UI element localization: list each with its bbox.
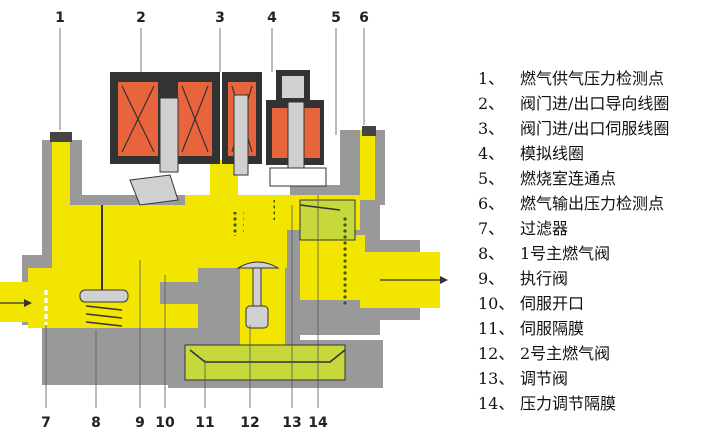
- legend-text: 压力调节隔膜: [520, 394, 617, 413]
- legend-text: 伺服隔膜: [520, 319, 585, 338]
- callout-label-9: 9: [135, 415, 145, 431]
- legend-item: 7、过滤器: [478, 216, 714, 241]
- inlet-arrow: [0, 299, 32, 307]
- callout-label-1: 1: [55, 10, 65, 26]
- legend-text: 燃气供气压力检测点: [520, 69, 665, 88]
- legend-number: 10、: [478, 294, 515, 313]
- callout-label-6: 6: [359, 10, 369, 26]
- callout-label-8: 8: [91, 415, 101, 431]
- legend-number: 9、: [478, 269, 505, 288]
- legend-item: 8、 1号主燃气阀: [478, 241, 714, 266]
- legend-number: 6、: [478, 194, 505, 213]
- pilot-line-a: [268, 200, 275, 220]
- callout-label-3: 3: [215, 10, 225, 26]
- legend-number: 4、: [478, 144, 505, 163]
- legend-text: 伺服开口: [520, 294, 585, 313]
- legend-text: 阀门进/出口导向线圈: [520, 94, 670, 113]
- legend-number: 1、: [478, 69, 505, 88]
- legend-item: 10、伺服开口: [478, 291, 714, 316]
- outlet-test-point: [362, 126, 376, 136]
- legend-item: 9、执行阀: [478, 266, 714, 291]
- main-valve-2: [236, 261, 280, 329]
- legend-text: 燃烧室连通点: [520, 169, 617, 188]
- legend-number: 3、: [478, 119, 505, 138]
- legend-number: 5、: [478, 169, 505, 188]
- callout-label-11: 11: [195, 415, 214, 431]
- linkage: [129, 174, 179, 206]
- left-bore-slot: [160, 282, 230, 304]
- legend-item: 4、模拟线圈: [478, 141, 714, 166]
- modulating-coil: [266, 70, 327, 187]
- legend-number: 13、: [478, 369, 515, 388]
- legend-number: 11、: [478, 319, 515, 338]
- callout-label-14: 14: [308, 415, 328, 431]
- callout-label-2: 2: [136, 10, 146, 26]
- main-valve-1: [79, 289, 129, 327]
- legend-number: 8、: [478, 244, 505, 263]
- legend-text: 阀门进/出口伺服线圈: [520, 119, 670, 138]
- legend-item: 12、 2号主燃气阀: [478, 341, 714, 366]
- legend-text: 过滤器: [520, 219, 569, 238]
- callout-label-13: 13: [282, 415, 301, 431]
- legend-text: 2号主燃气阀: [520, 344, 611, 363]
- legend-item: 2、阀门进/出口导向线圈: [478, 91, 714, 116]
- outlet-arrow: [380, 276, 448, 284]
- legend-item: 3、阀门进/出口伺服线圈: [478, 116, 714, 141]
- inlet-test-point: [50, 132, 72, 142]
- legend-item: 14、压力调节隔膜: [478, 391, 714, 416]
- legend-number: 14、: [478, 394, 515, 413]
- top-leader-lines: [59, 28, 365, 135]
- callout-label-7: 7: [41, 415, 51, 431]
- component-legend: 1、燃气供气压力检测点 2、阀门进/出口导向线圈 3、阀门进/出口伺服线圈 4、…: [478, 66, 714, 416]
- pressure-diaphragm: [299, 204, 341, 211]
- callout-label-12: 12: [240, 415, 259, 431]
- legend-item: 13、调节阀: [478, 366, 714, 391]
- legend-text: 燃气输出压力检测点: [520, 194, 665, 213]
- legend-text: 模拟线圈: [520, 144, 585, 163]
- legend-item: 1、燃气供气压力检测点: [478, 66, 714, 91]
- legend-item: 5、燃烧室连通点: [478, 166, 714, 191]
- legend-number: 7、: [478, 219, 505, 238]
- top-callout-labels: 1 2 3 4 5 6: [55, 10, 369, 26]
- legend-item: 11、伺服隔膜: [478, 316, 714, 341]
- bottom-callout-labels: 7 8 9 10 11 12 13 14: [41, 415, 328, 431]
- bottom-leader-lines: [45, 195, 319, 408]
- callout-label-4: 4: [267, 10, 277, 26]
- servo-diaphragm: [189, 349, 346, 363]
- legend-item: 6、燃气输出压力检测点: [478, 191, 714, 216]
- pilot-line-b: [342, 215, 350, 305]
- legend-text: 调节阀: [520, 369, 569, 388]
- guide-coil: [110, 72, 220, 173]
- legend-number: 2、: [478, 94, 505, 113]
- pilot-line-c: [228, 212, 244, 236]
- legend-number: 12、: [478, 344, 515, 363]
- callout-label-5: 5: [331, 10, 341, 26]
- legend-text: 执行阀: [520, 269, 569, 288]
- callout-label-10: 10: [155, 415, 175, 431]
- legend-text: 1号主燃气阀: [520, 244, 611, 263]
- servo-coil: [222, 72, 262, 176]
